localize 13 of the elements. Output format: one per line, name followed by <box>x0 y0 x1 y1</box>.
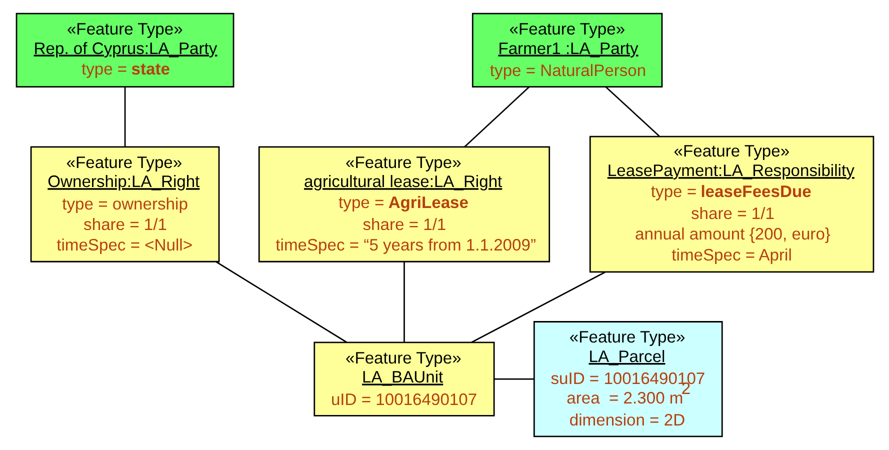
node-box: «Feature Type» Ownership:LA_Right type = ownership share = 1/1 timeSpec = <Null> <box>30 146 220 262</box>
connector <box>215 261 346 343</box>
connector <box>604 86 660 137</box>
node-box: «Feature Type» Farmer1 :LA_Party type = NaturalPerson <box>471 12 662 88</box>
node-box: «Feature Type» Rep. of Cyprus:LA_Party type = state <box>15 12 234 88</box>
connector <box>494 378 534 380</box>
node-box: «Feature Type» LeasePayment:LA_Responsibility type = leaseFeesDue share = 1/1 annual amount {200, euro} timeSpec = April <box>588 136 874 273</box>
connector <box>124 87 126 147</box>
connector <box>403 262 404 342</box>
connector <box>464 86 530 148</box>
node-box: «Feature Type» agricultural lease:LA_Right type = AgriLease share = 1/1 timeSpec = “5 years from 1.1.2009” <box>258 146 550 262</box>
connector <box>470 272 605 344</box>
node-box: «Feature Type» LA_BAUnit uID = 10016490107 <box>313 342 494 416</box>
